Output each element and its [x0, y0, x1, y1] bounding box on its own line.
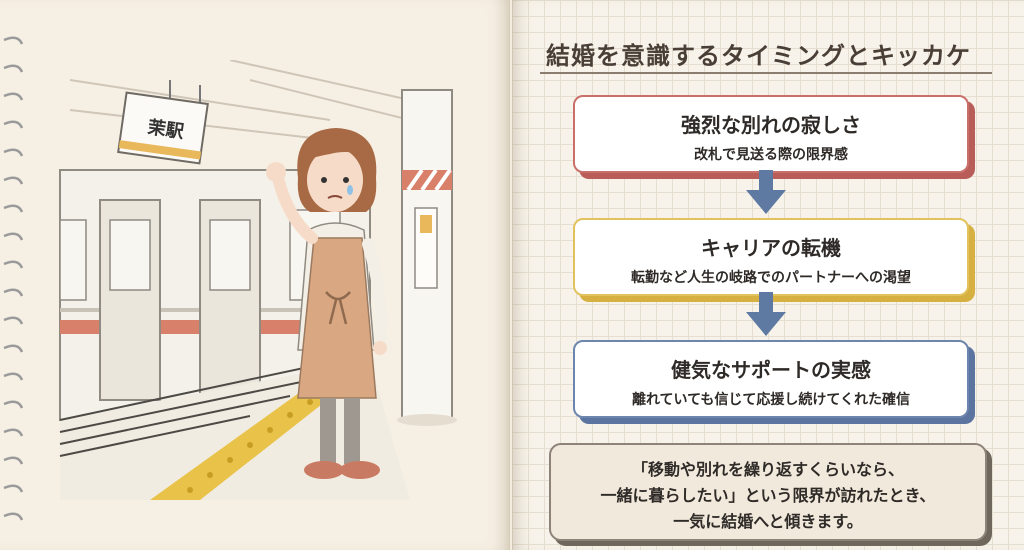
card-subtitle: 転勤など人生の岐路でのパートナーへの渇望	[631, 270, 911, 286]
card-title: 健気なサポートの実感	[671, 358, 871, 382]
card-title: キャリアの転機	[701, 236, 841, 260]
trigger-card-support: 健気なサポートの実感 離れていても信じて応援し続けてくれた確信	[573, 340, 969, 418]
heading-underline	[540, 72, 992, 74]
station-farewell-illustration: 茉駅	[59, 60, 457, 500]
down-arrow-icon	[746, 292, 786, 336]
station-sign-text: 茉駅	[146, 116, 186, 143]
station-sign: 茉駅	[117, 80, 209, 165]
summary-line: 一緒に暮らしたい」という限界が訪れたとき、	[600, 486, 936, 505]
summary-line: 一気に結婚へと傾きます。	[673, 512, 863, 531]
down-arrow-icon	[746, 170, 786, 214]
summary-line: 「移動や別れを繰り返すくらいなら、	[631, 460, 904, 479]
card-title: 強烈な別れの寂しさ	[681, 113, 861, 137]
summary-box: 「移動や別れを繰り返すくらいなら、 一緒に暮らしたい」という限界が訪れたとき、 …	[549, 443, 987, 541]
card-subtitle: 離れていても信じて応援し続けてくれた確信	[631, 392, 911, 408]
pillar	[397, 89, 457, 426]
trigger-card-career: キャリアの転機 転勤など人生の岐路でのパートナーへの渇望	[573, 218, 969, 296]
page-heading: 結婚を意識するタイミングとキッカケ	[546, 42, 971, 70]
left-page: 茉駅	[0, 0, 510, 550]
waving-woman	[266, 128, 387, 479]
spiral-binding	[3, 36, 24, 521]
trigger-card-farewell: 強烈な別れの寂しさ 改札で見送る際の限界感	[573, 95, 969, 173]
card-subtitle: 改札で見送る際の限界感	[694, 147, 848, 163]
